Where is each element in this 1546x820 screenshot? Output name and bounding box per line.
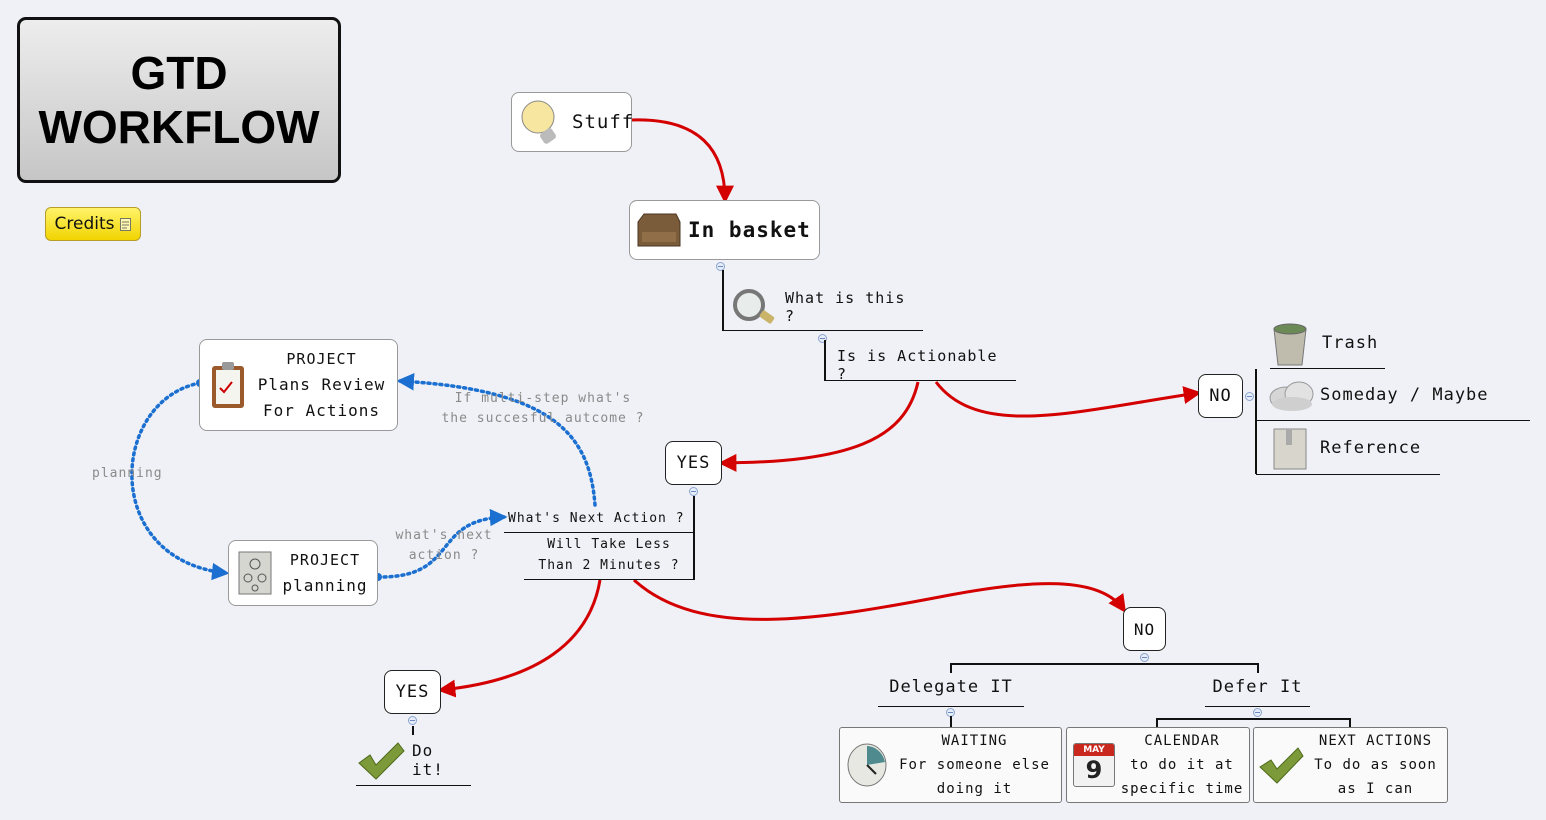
topic-label-line3: doing it: [936, 781, 1013, 797]
credits-label: Credits: [54, 214, 115, 234]
calendar-month: MAY: [1074, 744, 1114, 756]
topic-label: Do it!: [412, 741, 444, 779]
topic-label: Reference: [1320, 438, 1422, 458]
clock-icon: [847, 743, 887, 787]
topic-is-actionable[interactable]: Is is Actionable ?: [825, 347, 1016, 383]
arrow-stuff-to-inbasket: [631, 118, 734, 204]
topic-label: Delegate IT: [889, 677, 1013, 697]
topic-label: NO: [1209, 386, 1232, 406]
topic-reference[interactable]: Reference: [1256, 422, 1440, 475]
topic-whats-next-action[interactable]: What's Next Action ?: [504, 505, 694, 533]
topic-label-line3: as I can: [1337, 781, 1414, 797]
filing-icon: [1273, 428, 1307, 470]
title-line2: WORKFLOW: [38, 101, 320, 153]
label-line1: what's next: [395, 528, 493, 543]
topic-label: What is this ?: [785, 289, 906, 325]
topic-label-line1: PROJECT: [289, 551, 361, 569]
label-line2: action ?: [408, 548, 480, 563]
note-icon: [120, 217, 132, 231]
lightbulb-icon: [521, 100, 556, 144]
topic-in-basket[interactable]: In basket: [629, 200, 820, 260]
topic-stuff[interactable]: Stuff: [511, 92, 635, 152]
topic-calendar[interactable]: MAY 9 CALENDAR to do it at specific time: [1066, 727, 1250, 803]
topic-what-is-this[interactable]: What is this ?: [723, 284, 923, 331]
topic-trash[interactable]: Trash: [1270, 318, 1385, 369]
label-line2: the succesful autcome ?: [441, 411, 645, 426]
label-line1: If multi-step what's: [454, 391, 632, 406]
topic-label-line2: To do as soon: [1314, 757, 1437, 773]
collapse-toggle[interactable]: [689, 487, 698, 496]
rel-whats-next: [376, 508, 508, 579]
topic-no-two-minutes[interactable]: NO: [1123, 607, 1166, 651]
topic-defer-it[interactable]: Defer It: [1205, 672, 1310, 707]
topic-label-line2: For someone else: [899, 757, 1050, 773]
plan-document-icon: [238, 551, 272, 595]
rel-planning-loop: [130, 381, 230, 581]
topic-label: Defer It: [1212, 677, 1303, 697]
topic-label-line1: CALENDAR: [1144, 733, 1220, 749]
topic-label: In basket: [688, 218, 811, 242]
topic-yes-two-minutes[interactable]: YES: [384, 670, 441, 714]
topic-label: Trash: [1322, 333, 1379, 353]
topic-label: NO: [1133, 619, 1156, 639]
trash-can-icon: [1273, 323, 1307, 366]
checkmark-icon: [358, 742, 405, 780]
topic-next-actions[interactable]: NEXT ACTIONS To do as soon as I can: [1253, 727, 1448, 803]
topic-project-planning[interactable]: PROJECT planning: [228, 540, 378, 606]
topic-project-plans-review[interactable]: PROJECT Plans Review For Actions: [199, 339, 398, 431]
topic-label-line2: Plans Review: [257, 375, 386, 394]
topic-label: Someday / Maybe: [1320, 385, 1489, 405]
clipboard-icon: [212, 362, 244, 408]
arrow-twomin-to-yes: [437, 579, 602, 698]
arrow-twomin-to-no: [632, 578, 1127, 621]
collapse-toggle[interactable]: [716, 262, 725, 271]
topic-do-it[interactable]: Do it!: [356, 735, 471, 786]
topic-label-line1: PROJECT: [286, 350, 357, 368]
topic-label: Stuff: [572, 111, 635, 133]
topic-label-line3: specific time: [1120, 781, 1244, 797]
checkmark-icon: [1259, 747, 1304, 784]
collapse-toggle[interactable]: [818, 334, 827, 343]
topic-no-not-actionable[interactable]: NO: [1198, 374, 1243, 418]
topic-yes-actionable[interactable]: YES: [665, 441, 722, 485]
topic-label-line1: WAITING: [941, 733, 1008, 749]
topic-label: YES: [676, 453, 711, 473]
cloud-icon: [1269, 381, 1314, 411]
topic-someday-maybe[interactable]: Someday / Maybe: [1256, 370, 1530, 421]
relationship-label-planning: planning: [92, 466, 163, 481]
magnifier-icon: [733, 289, 775, 324]
calendar-day: 9: [1085, 756, 1103, 784]
topic-label-line2: planning: [282, 576, 368, 595]
topic-label: What's Next Action ?: [508, 511, 685, 526]
title-line1: GTD: [130, 47, 228, 99]
topic-label-line2: Than 2 Minutes ?: [538, 558, 680, 573]
collapse-toggle[interactable]: [1245, 392, 1254, 401]
relationship-label-whats-next: what's next action ?: [392, 526, 496, 566]
topic-label-line1: Will Take Less: [547, 537, 671, 552]
topic-two-minutes[interactable]: Will Take Less Than 2 Minutes ?: [524, 534, 694, 580]
credits-button[interactable]: Credits: [45, 207, 141, 241]
inbox-tray-icon: [637, 213, 681, 247]
topic-label: Is is Actionable ?: [837, 347, 998, 383]
topic-label-line2: to do it at: [1130, 757, 1234, 773]
arrow-actionable-to-no: [934, 381, 1202, 418]
collapse-toggle[interactable]: [1140, 653, 1149, 662]
calendar-icon: MAY 9: [1073, 743, 1115, 787]
topic-label: YES: [395, 682, 430, 702]
topic-delegate-it[interactable]: Delegate IT: [878, 672, 1024, 707]
collapse-toggle[interactable]: [1253, 708, 1262, 717]
relationship-label-multi-step: If multi-step what's the succesful autco…: [436, 389, 650, 429]
rel-multistep: [396, 373, 597, 507]
collapse-toggle[interactable]: [408, 716, 417, 725]
topic-label-line3: For Actions: [263, 401, 380, 420]
central-topic-title[interactable]: GTD WORKFLOW: [17, 17, 341, 183]
arrow-actionable-to-yes: [718, 381, 920, 472]
topic-label-line1: NEXT ACTIONS: [1318, 733, 1433, 749]
topic-waiting[interactable]: WAITING For someone else doing it: [839, 727, 1062, 803]
